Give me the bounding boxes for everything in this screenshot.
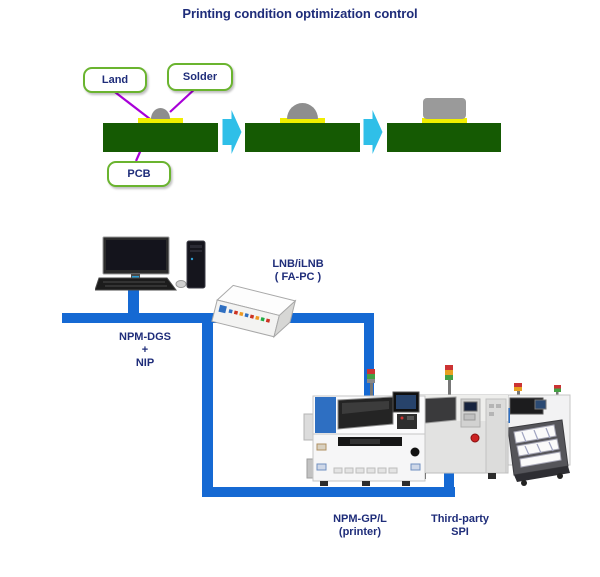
solder-callout-label: Solder — [182, 71, 218, 83]
pc-label: NPM-DGS + NIP — [95, 331, 195, 370]
network-line-spi-stem — [444, 462, 454, 488]
spi-label-line2: SPI — [451, 526, 469, 538]
pc-label-line2: + — [141, 344, 149, 356]
page-title: Printing condition optimization control — [182, 6, 418, 21]
pcb-board-2 — [245, 123, 360, 152]
printer-label-line1: NPM-GP/L — [333, 513, 387, 525]
printer-label: NPM-GP/L (printer) — [310, 513, 410, 539]
hub-label-line2: ( FA-PC ) — [274, 271, 322, 283]
land-callout-label: Land — [101, 74, 129, 86]
spi-machine-icon — [409, 365, 509, 479]
land-pad-2 — [280, 118, 325, 123]
process-step-arrow-icon — [222, 110, 242, 154]
pcb-callout: PCB — [107, 161, 171, 187]
spi-label: Third-party SPI — [410, 513, 510, 539]
solder-paste-dome-icon — [287, 103, 318, 119]
pc-label-line1: NPM-DGS — [119, 331, 171, 343]
pcb-callout-label: PCB — [127, 168, 151, 180]
network-line-bottom-bus — [202, 487, 455, 497]
callout-connector-lines — [110, 86, 198, 162]
printer-machine-icon — [303, 369, 426, 486]
printer-label-line2: (printer) — [338, 526, 382, 538]
land-callout: Land — [83, 67, 147, 93]
component-block-icon — [423, 98, 466, 119]
network-line-pc-stem — [128, 286, 139, 314]
desktop-pc-icon — [95, 236, 206, 291]
hub-label-line1: LNB/iLNB — [272, 258, 324, 270]
process-step-arrow-icon — [363, 110, 383, 154]
network-line-right-drop — [364, 313, 374, 401]
hub-label: LNB/iLNB ( FA-PC ) — [248, 258, 348, 284]
pc-label-line3: NIP — [135, 357, 155, 369]
mounter-machine-icon — [494, 383, 571, 486]
solder-paste-dome-icon — [151, 108, 170, 119]
network-hub-icon — [211, 284, 297, 339]
pcb-board-3 — [387, 123, 501, 152]
solder-callout: Solder — [167, 63, 233, 91]
smt-machine-line-image — [303, 365, 571, 486]
pcb-board-1 — [103, 123, 218, 152]
land-pad-3 — [422, 118, 467, 123]
spi-label-line1: Third-party — [430, 513, 490, 525]
land-pad-1 — [138, 118, 183, 123]
network-line-left-drop — [202, 318, 213, 492]
